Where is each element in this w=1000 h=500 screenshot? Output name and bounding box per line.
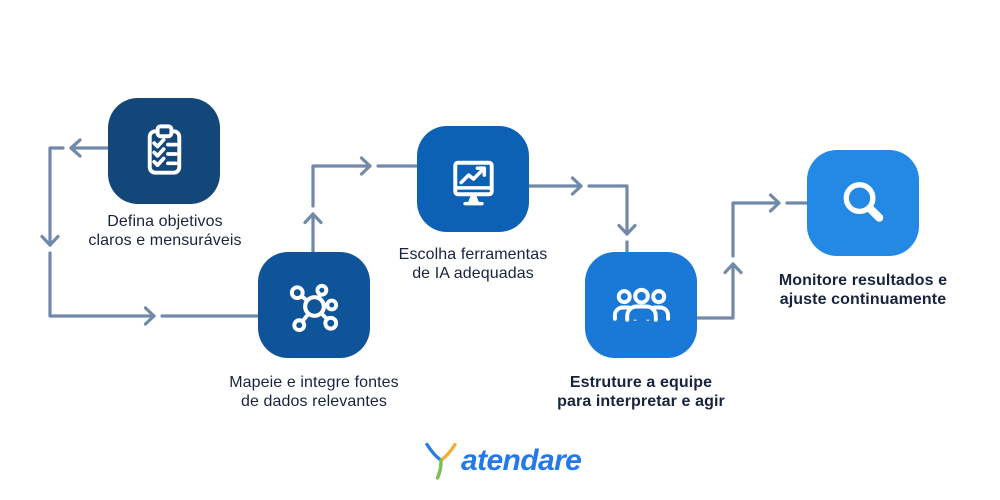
step4-label-line2: para interpretar e agir <box>557 393 725 410</box>
clipboard-checklist-icon <box>147 123 181 175</box>
network-nodes-icon <box>289 283 338 332</box>
step1-tile <box>108 98 220 204</box>
step2-label-line1: Mapeie e integre fontes <box>229 374 399 391</box>
magnifier-icon <box>843 181 883 222</box>
connector-step2-step3-segment <box>311 164 372 208</box>
logo-left-arm <box>425 442 443 462</box>
logo-wordmark: atendare <box>461 444 582 477</box>
arrowhead-right-icon <box>768 193 781 213</box>
step3-label-line2: de IA adequadas <box>412 265 534 282</box>
arrowhead-right-icon <box>570 176 583 196</box>
step2-label-line2: de dados relevantes <box>240 393 387 410</box>
step2-label: Mapeie e integre fontes de dados relevan… <box>194 373 434 411</box>
step1-label: Defina objetivos claros e mensuráveis <box>45 212 285 250</box>
step3-tile <box>417 126 529 232</box>
step1-label-line1: Defina objetivos <box>107 213 223 230</box>
step2-tile <box>258 252 370 358</box>
step4-tile <box>585 252 697 358</box>
arrowhead-right-icon <box>359 156 372 176</box>
step1-label-line2: claros e mensuráveis <box>88 232 242 249</box>
step5-label-line1: Monitore resultados e <box>778 272 948 289</box>
step3-label-line1: Escolha ferramentas <box>398 246 548 263</box>
connector-step4-step5-segment <box>695 262 735 320</box>
step4-label: Estruture a equipe para interpretar e ag… <box>521 373 761 411</box>
step5-label-line2: ajuste continuamente <box>779 291 947 308</box>
connector-step3-step4-segment <box>587 184 629 236</box>
atendare-logo: atendare <box>424 441 582 481</box>
logo-stem <box>435 458 443 480</box>
step5-tile <box>807 150 919 256</box>
arrowhead-left-icon <box>69 138 82 158</box>
step4-label-line1: Estruture a equipe <box>569 374 713 391</box>
team-people-icon <box>612 287 670 322</box>
step3-label: Escolha ferramentas de IA adequadas <box>353 245 593 283</box>
arrowhead-up-icon <box>303 212 323 225</box>
logo-right-arm <box>439 442 457 462</box>
monitor-trend-icon <box>452 160 494 205</box>
atendare-y-icon <box>425 442 457 480</box>
connector-step1-step2-segment <box>48 251 156 318</box>
arrowhead-down-icon <box>617 223 637 236</box>
connector-step4-step5-segment <box>731 201 781 258</box>
arrowhead-right-icon <box>143 306 156 326</box>
arrowhead-up-icon <box>723 262 743 275</box>
step5-label: Monitore resultados e ajuste continuamen… <box>743 271 983 309</box>
